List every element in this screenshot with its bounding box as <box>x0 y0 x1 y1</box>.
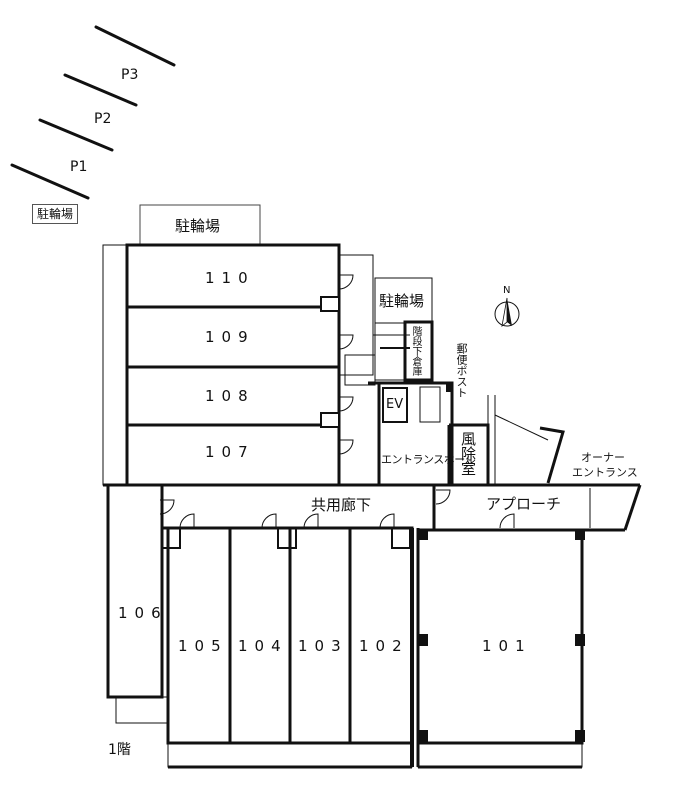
parking-line-p3 <box>94 25 176 67</box>
parking-line-p1 <box>10 163 90 200</box>
unit-106-label: 106 <box>118 604 168 622</box>
bike-parking-top-box <box>139 204 261 246</box>
unit-103-label: 103 <box>298 637 348 655</box>
unit-101-label: 101 <box>482 637 532 655</box>
mail-label: 郵便ポスト <box>455 343 468 398</box>
corridor-label: 共用廊下 <box>311 496 372 514</box>
owner-entrance-label-1: オーナー <box>581 451 625 464</box>
parking-label-p2: P2 <box>94 111 112 127</box>
parking-label-p1: P1 <box>70 159 88 175</box>
bike-parking-top: 駐輪場 <box>175 217 221 235</box>
unit-107-label: 107 <box>205 443 255 461</box>
parking-line-p2b <box>63 73 138 107</box>
south-block <box>103 483 420 769</box>
unit-109-label: 109 <box>205 328 255 346</box>
unit-108-label: 108 <box>205 387 255 405</box>
north-arrow-icon <box>494 297 520 327</box>
unit-104-label: 104 <box>238 637 288 655</box>
north-block <box>102 243 374 487</box>
unit-110-label: 110 <box>205 269 255 287</box>
entrance-hall-label: エントランスホール <box>381 453 476 466</box>
north-label: N <box>503 285 511 296</box>
bike-parking-left: 駐輪場 <box>32 204 79 224</box>
ev-label: EV <box>386 397 404 412</box>
parking-line-p2 <box>38 118 114 152</box>
approach-label: アプローチ <box>486 495 562 513</box>
unit-102-label: 102 <box>359 637 409 655</box>
parking-label-p3: P3 <box>121 67 139 83</box>
unit-105-label: 105 <box>178 637 228 655</box>
parking-lines <box>10 25 176 200</box>
owner-entrance-label-2: エントランス <box>572 466 638 479</box>
stair-area <box>344 277 434 386</box>
bike-parking-right: 駐輪場 <box>379 292 425 310</box>
floor-label: 1階 <box>108 742 131 758</box>
unit-101-outline <box>416 528 585 769</box>
storage-label: 階段下倉庫 <box>410 326 421 376</box>
windbreak-label: 風除室 <box>459 431 477 476</box>
